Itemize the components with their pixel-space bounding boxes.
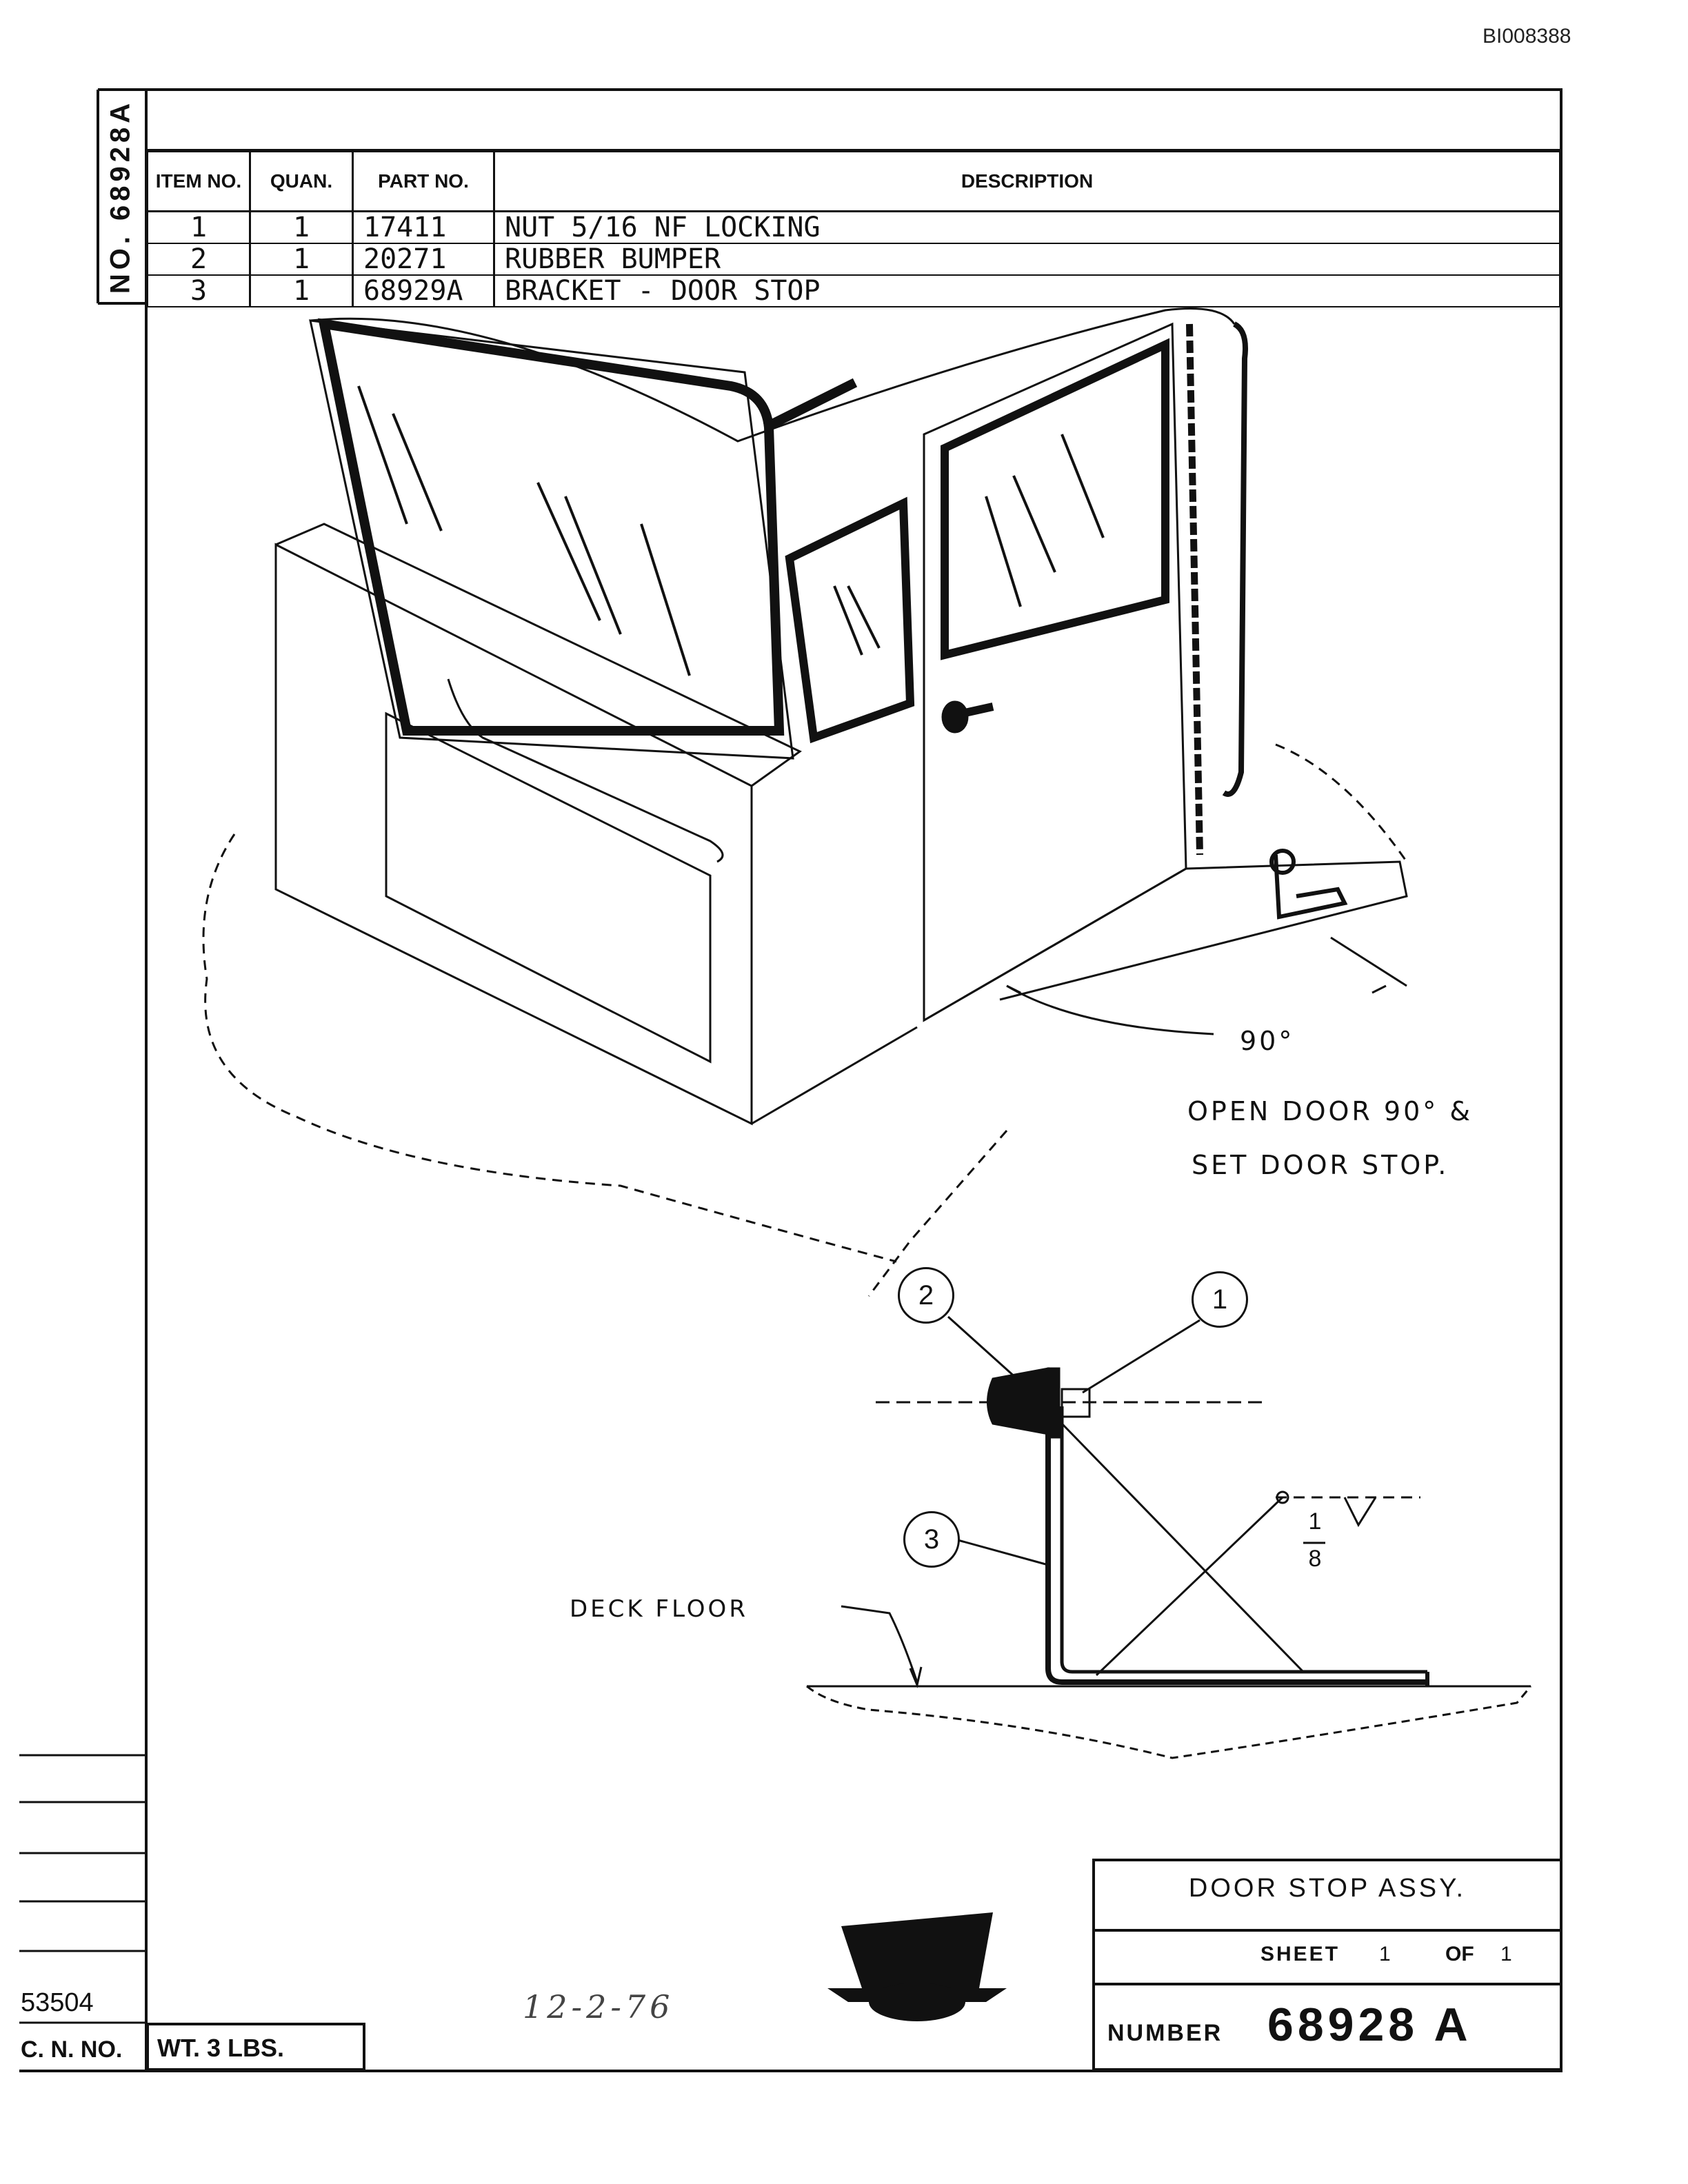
- instruction-line-2: SET DOOR STOP.: [1192, 1150, 1449, 1180]
- cell-quan: 1: [249, 211, 354, 244]
- weight-text: WT. 3 LBS.: [157, 2034, 285, 2062]
- parts-list-header-row: ITEM NO. QUAN. PART NO. DESCRIPTION: [146, 150, 1561, 212]
- of-value: 1: [1500, 1943, 1512, 1965]
- fraction-numerator: 1: [1308, 1508, 1322, 1535]
- callout-2: 2: [898, 1267, 954, 1324]
- cell-description: RUBBER BUMPER: [493, 243, 1561, 276]
- drawing-number: 68928 A: [1267, 1999, 1472, 2051]
- cell-description: NUT 5/16 NF LOCKING: [493, 211, 1561, 244]
- number-label: NUMBER: [1107, 2020, 1223, 2046]
- header-item-no: ITEM NO.: [146, 150, 251, 212]
- fraction-denominator: 8: [1308, 1546, 1322, 1572]
- weld-fraction: 1 8: [1303, 1503, 1327, 1577]
- document-id: BI008388: [1483, 25, 1571, 48]
- cell-quan: 1: [249, 243, 354, 276]
- weight-box: WT. 3 LBS.: [146, 2023, 365, 2071]
- parts-list-table: ITEM NO. QUAN. PART NO. DESCRIPTION 1 1 …: [146, 150, 1561, 307]
- table-row: 1 1 17411 NUT 5/16 NF LOCKING: [146, 211, 1561, 244]
- code-number: 53504: [21, 1988, 94, 2017]
- table-row: 3 1 68929A BRACKET - DOOR STOP: [146, 275, 1561, 307]
- of-label: OF: [1445, 1943, 1474, 1965]
- header-part-no: PART NO.: [352, 150, 495, 212]
- header-description: DESCRIPTION: [493, 150, 1561, 212]
- cell-part: 17411: [352, 211, 495, 244]
- callout-3: 3: [903, 1511, 960, 1568]
- cn-number-label: C. N. NO.: [21, 2036, 123, 2063]
- callout-1: 1: [1192, 1271, 1248, 1328]
- sheet-label: SHEET: [1260, 1943, 1340, 1965]
- handwritten-date: 12-2-76: [523, 1988, 674, 2025]
- company-logo: [827, 1912, 1007, 2021]
- cell-description: BRACKET - DOOR STOP: [493, 275, 1561, 307]
- sheet-value: 1: [1379, 1943, 1391, 1965]
- drawing-title: DOOR STOP ASSY.: [1188, 1874, 1467, 1903]
- instruction-line-1: OPEN DOOR 90° &: [1187, 1096, 1473, 1126]
- deck-floor-label: DECK FLOOR: [570, 1595, 748, 1623]
- cell-part: 68929A: [352, 275, 495, 307]
- table-row: 2 1 20271 RUBBER BUMPER: [146, 243, 1561, 276]
- cell-part: 20271: [352, 243, 495, 276]
- title-block: DOOR STOP ASSY. SHEET 1 OF 1 NUMBER 6892…: [1092, 1859, 1563, 2071]
- cell-item: 3: [146, 275, 251, 307]
- cell-item: 1: [146, 211, 251, 244]
- cell-quan: 1: [249, 275, 354, 307]
- cell-item: 2: [146, 243, 251, 276]
- angle-label: 90°: [1240, 1026, 1295, 1056]
- header-quan: QUAN.: [249, 150, 354, 212]
